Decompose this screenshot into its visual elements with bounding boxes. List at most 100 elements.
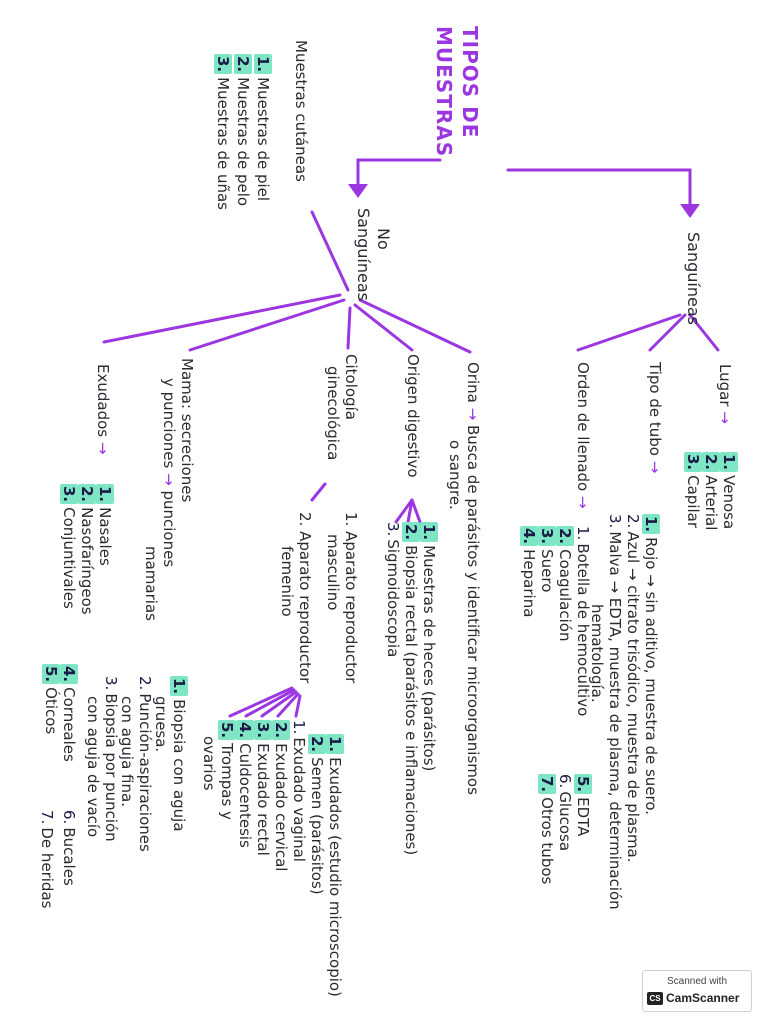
nosang-to-orina-line — [358, 298, 472, 354]
number-badge: 2. — [234, 54, 252, 75]
mama-item-3: 3.Biopsia por punción — [102, 676, 120, 842]
number-badge: 3. — [538, 526, 556, 547]
mama-node-line-1: Mama: secreciones — [178, 358, 196, 503]
digestivo-item-2: 2.Biopsia rectal (parásitos e inflamacio… — [402, 522, 420, 856]
exudados-item-6: 6.Bucales — [60, 810, 78, 886]
digestivo-node: Origen digestivo — [404, 354, 422, 478]
cutaneas-item-1: 1.Muestras de piel — [254, 54, 272, 202]
femenino-item-2: 2.Exudado cervical — [272, 720, 290, 872]
exudados-item-3: 3.Conjuntivales — [60, 484, 78, 609]
mama-item-1-cont: gruesa. — [152, 696, 170, 753]
tipo-tubo-node: Tipo de tubo → — [646, 362, 664, 473]
title-to-sanguineas-line — [506, 168, 692, 212]
orden-item-4: 4.Heparina — [520, 526, 538, 618]
femenino-item-1: 1.Exudado vaginal — [290, 720, 308, 862]
femenino-node-line-1: 2. Aparato reproductor — [296, 512, 314, 684]
number-badge: 7. — [538, 774, 556, 795]
mama-item-3-cont: con aguja de vacío — [84, 696, 102, 838]
masculino-node-line-2: masculino — [324, 534, 342, 611]
nosang-to-digestivo-line — [353, 303, 414, 352]
right-arrow-icon: → — [160, 473, 178, 486]
number-label: 1. — [290, 720, 308, 735]
orina-text-1: Busca de parásitos y identificar microor… — [464, 424, 482, 795]
arrowhead-no-sanguineas — [348, 184, 368, 198]
orden-item-5: 5.EDTA — [574, 774, 592, 837]
cutaneas-node: Muestras cutáneas — [292, 40, 310, 182]
number-label: 2. — [136, 676, 154, 691]
number-badge: 1. — [720, 452, 738, 473]
lugar-item-3: 3.Capilar — [684, 452, 702, 529]
right-arrow-icon: → — [94, 441, 112, 455]
citologia-to-femenino-line — [310, 482, 327, 502]
citologia-node-line-1: Citología — [342, 354, 360, 420]
number-badge: 2. — [78, 484, 96, 505]
orina-text-2: o sangre. — [446, 440, 464, 510]
tipo-tubo-label: Tipo de tubo — [646, 362, 664, 456]
lugar-node: Lugar → — [716, 364, 734, 424]
digestivo-item-1: 1.Muestras de heces (parásitos) — [420, 522, 438, 772]
tubo-item-3: 3.Malva → EDTA, muestra de plasma, deter… — [606, 514, 624, 910]
number-badge: 2. — [308, 734, 326, 755]
no-sanguineas-node-line-2: Sanguíneas — [354, 208, 373, 301]
femenino-branch-2 — [244, 688, 296, 718]
number-badge: 4. — [520, 526, 538, 547]
femenino-item-5-cont: ovarios — [200, 736, 218, 791]
lugar-item-2: 2.Arterial — [702, 452, 720, 531]
sang-to-orden-line — [576, 313, 682, 352]
mama-item-1: 1.Biopsia con aguja — [170, 676, 188, 832]
femenino-item-3: 3.Exudado rectal — [254, 720, 272, 856]
exudados-item-1: 1.Nasales — [96, 484, 114, 566]
masculino-node-line-1: 1. Aparato reproductor — [342, 512, 360, 684]
number-badge: 5. — [42, 664, 60, 685]
watermark-line-1: Scanned with — [666, 976, 728, 987]
femenino-branch-1 — [228, 686, 294, 718]
number-label: 3. — [102, 676, 120, 691]
tubo-item-1: 1.Rojo → sin aditivo, muestra de suero. — [642, 514, 660, 816]
watermark-line-2: CamScanner — [666, 991, 740, 1005]
right-arrow-icon: → — [646, 460, 664, 474]
orden-item-1: 1.Botella de hemocultivo — [574, 526, 592, 717]
number-badge: 3. — [60, 484, 78, 505]
number-badge: 2. — [702, 452, 720, 473]
number-badge: 5. — [574, 774, 592, 795]
digestivo-branch-1 — [394, 498, 414, 524]
digestivo-branch-2 — [406, 498, 414, 524]
exudados-item-4: 4.Corneales — [60, 664, 78, 762]
femenino-item-4: 4.Culdocentesis — [236, 720, 254, 848]
number-label: 7. — [38, 810, 56, 825]
nosang-to-citologia-line — [346, 306, 352, 350]
no-sanguineas-node-line-1: No — [374, 228, 393, 250]
mama-item-2-cont: con aguja fina. — [118, 696, 136, 807]
right-arrow-icon: → — [574, 496, 592, 509]
title-line-2: MUESTRAS — [432, 26, 456, 158]
number-label: 3. — [606, 514, 624, 529]
number-badge: 1. — [642, 514, 660, 535]
mama-mid-line-2: mamarias — [142, 546, 160, 621]
number-badge: 1. — [254, 54, 272, 75]
number-badge: 1. — [420, 522, 438, 543]
mama-item-2: 2.Punción-aspiraciones — [136, 676, 154, 852]
digestivo-item-3: 3.Sigmoidoscopia — [384, 522, 402, 658]
exudados-label: Exudados — [94, 364, 112, 438]
number-badge: 2. — [402, 522, 420, 543]
exudados-item-2: 2.Nasofaríngeos — [78, 484, 96, 615]
cutaneas-item-2: 2.Muestras de pelo — [234, 54, 252, 207]
sang-to-lugar-line — [688, 313, 720, 352]
number-badge: 5. — [218, 720, 236, 741]
number-badge: 3. — [684, 452, 702, 473]
number-badge: 1. — [170, 676, 188, 697]
number-badge: 3. — [254, 720, 272, 741]
citologia-node-line-2: ginecológica — [324, 366, 342, 461]
orden-label: Orden de llenado — [574, 362, 592, 492]
number-label: 2. — [624, 514, 642, 529]
camscanner-logo-icon: CS — [647, 992, 663, 1005]
nosang-to-cutaneas-line — [310, 210, 350, 292]
exudados-item-5: 5.Óticos — [42, 664, 60, 735]
femenino-branch-4 — [276, 692, 300, 718]
number-label: 3. — [384, 522, 402, 537]
arrowhead-sanguineas — [680, 204, 700, 218]
femenino-branch-5 — [294, 694, 302, 718]
right-arrow-icon: → — [464, 407, 482, 421]
